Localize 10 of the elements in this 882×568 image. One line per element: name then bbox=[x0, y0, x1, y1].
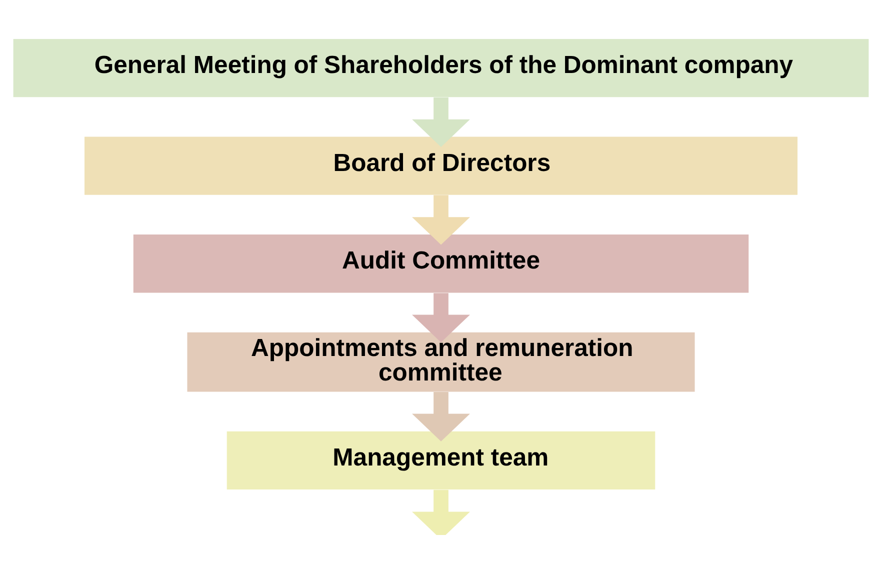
node-box: General Meeting of Shareholders of the Dominant company bbox=[13, 38, 869, 97]
arrow bbox=[412, 194, 470, 244]
arrow bbox=[412, 96, 470, 146]
node-box: Board of Directors bbox=[84, 136, 798, 194]
arrow bbox=[412, 392, 470, 441]
node-box: Management team bbox=[226, 430, 656, 490]
arrow bbox=[412, 489, 470, 534]
arrow bbox=[412, 292, 470, 342]
node-box: Appointments and remuneration committee bbox=[187, 332, 695, 392]
node-box: Audit Committee bbox=[133, 234, 749, 292]
